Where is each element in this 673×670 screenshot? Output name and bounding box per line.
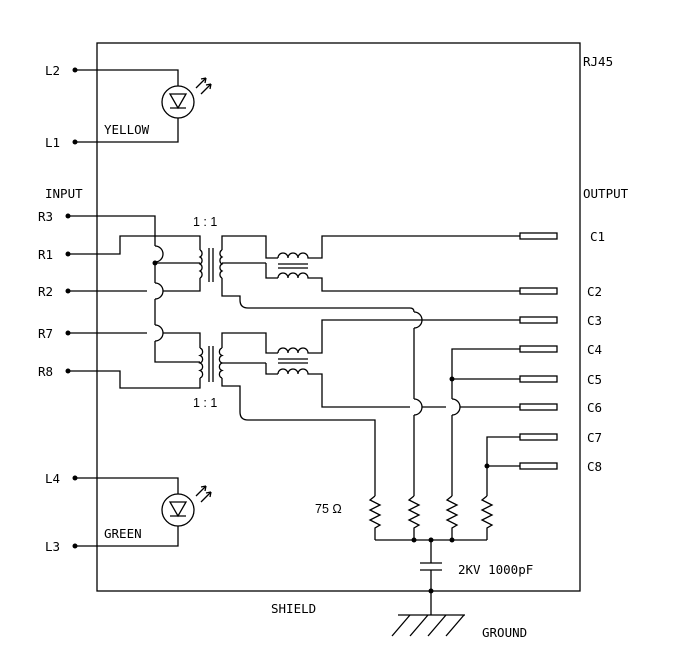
pin-label-c3: C3 — [587, 313, 602, 328]
pin-label-r8: R8 — [38, 364, 53, 379]
ratio-label-bottom: 1 : 1 — [193, 396, 217, 410]
module-outline — [96, 42, 581, 592]
pin-label-r1: R1 — [38, 247, 53, 262]
green-led-circuit: L4 L3 GREEN — [45, 471, 212, 554]
pin-label-c4: C4 — [587, 342, 602, 357]
output-pin-labels: C1 C2 C3 C4 C5 C6 C7 C8 — [587, 229, 605, 474]
pin-label-r2: R2 — [38, 284, 53, 299]
module-label: RJ45 — [583, 54, 613, 69]
input-pins: R3 R1 R2 R7 R8 — [38, 209, 71, 379]
termination-resistors: 75 Ω — [315, 495, 494, 543]
pin-label-r3: R3 — [38, 209, 53, 224]
output-heading: OUTPUT — [583, 186, 629, 201]
shield-label: SHIELD — [271, 601, 316, 616]
pin-label-c2: C2 — [587, 284, 602, 299]
pin-label-c5: C5 — [587, 372, 602, 387]
pin-label-l3: L3 — [45, 539, 60, 554]
output-traces — [409, 307, 520, 496]
transformer-channel-top: 1 : 1 — [68, 215, 520, 363]
yellow-led-circuit: L2 L1 YELLOW — [45, 63, 212, 150]
shield-capacitor: 2KV 1000pF — [420, 540, 533, 615]
ground-symbol: GROUND — [391, 614, 527, 640]
ratio-label-top: 1 : 1 — [193, 215, 217, 229]
pin-label-c7: C7 — [587, 430, 602, 445]
led-color-yellow: YELLOW — [104, 122, 150, 137]
transformer-channel-bottom: 1 : 1 — [68, 319, 520, 496]
led-color-green: GREEN — [104, 526, 142, 541]
pin-label-r7: R7 — [38, 326, 53, 341]
pin-label-c8: C8 — [587, 459, 602, 474]
output-connectors — [519, 232, 558, 470]
pin-label-c1: C1 — [590, 229, 605, 244]
input-heading: INPUT — [45, 186, 83, 201]
pin-label-l2: L2 — [45, 63, 60, 78]
pin-label-l4: L4 — [45, 471, 60, 486]
resistor-value-label: 75 Ω — [315, 502, 342, 516]
pin-label-c6: C6 — [587, 400, 602, 415]
ground-label: GROUND — [482, 625, 527, 640]
pin-label-l1: L1 — [45, 135, 60, 150]
capacitor-label: 2KV 1000pF — [458, 562, 533, 577]
